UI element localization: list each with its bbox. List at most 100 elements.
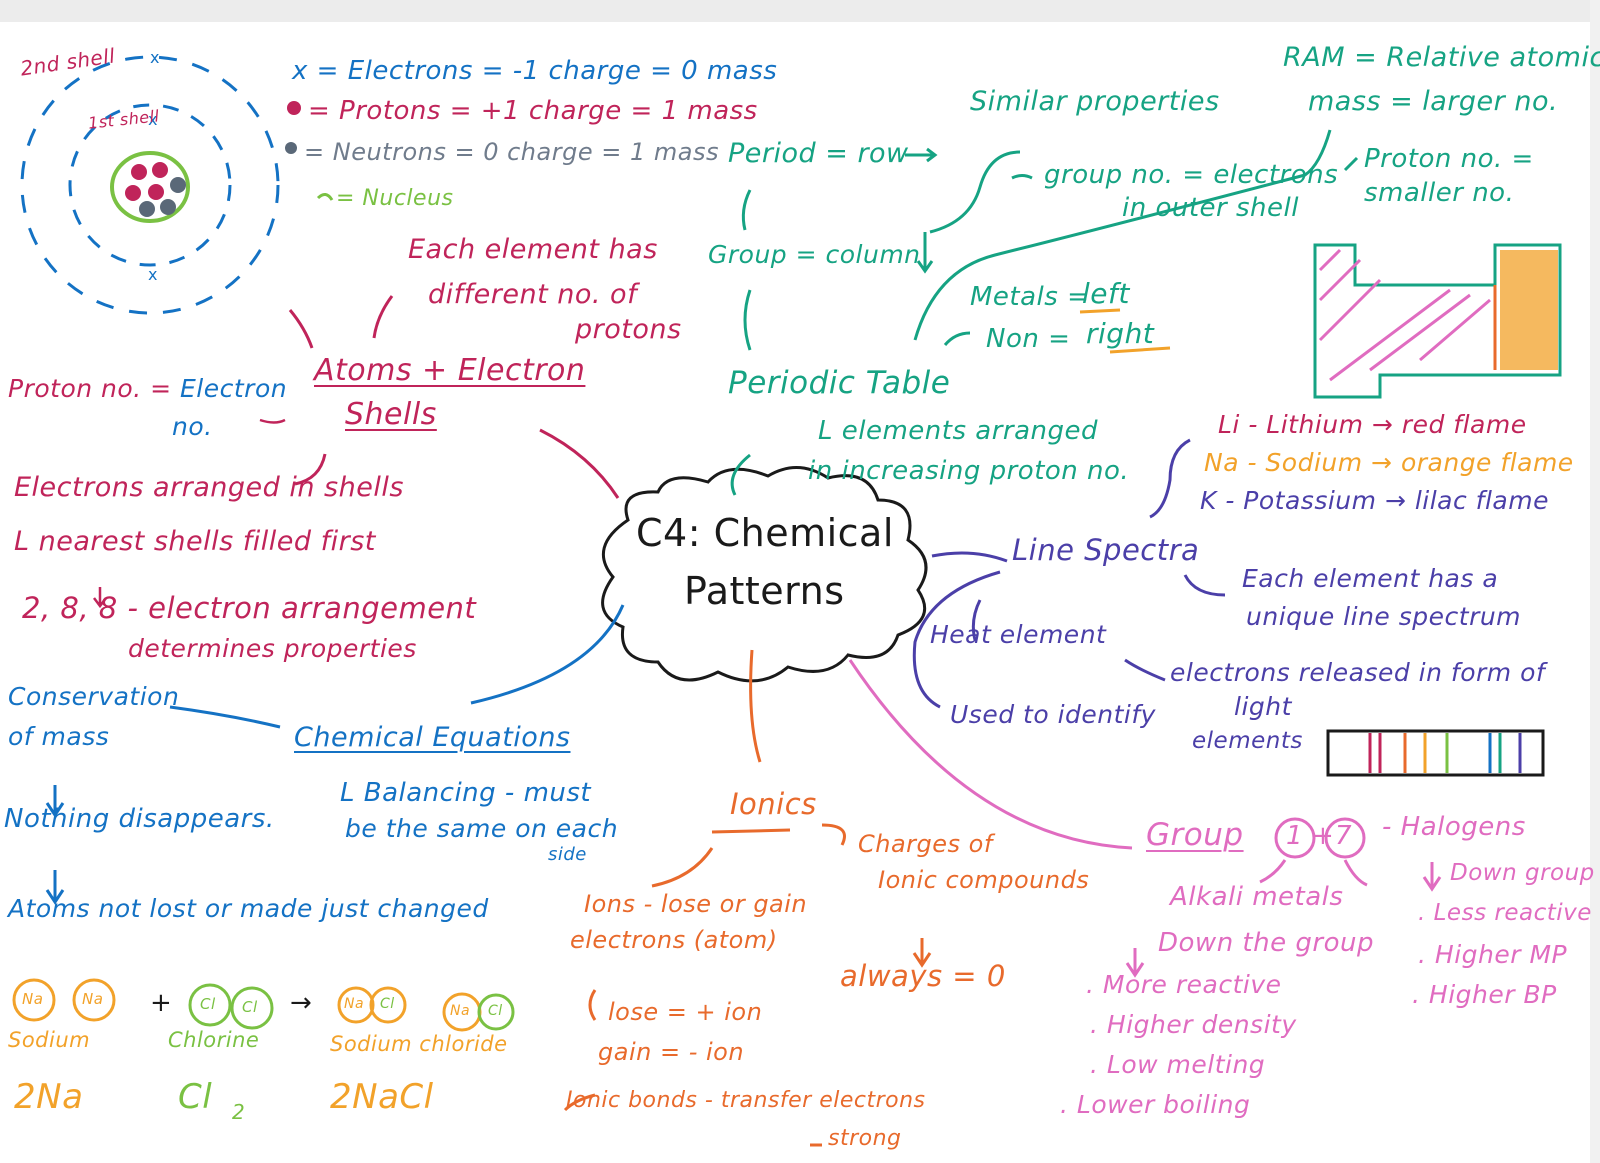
electron-arrangement: 2, 8, 8 - electron arrangement — [22, 591, 477, 625]
scan-edge-right — [1590, 0, 1600, 1163]
heat-element: Heat element — [930, 620, 1107, 649]
center-title-line1: C4: Chemical — [636, 511, 894, 555]
na-atom-2: Na — [82, 990, 104, 1008]
elements-label: elements — [1192, 728, 1303, 754]
each-element-line3: protons — [575, 314, 682, 345]
ions-line2: electrons (atom) — [570, 926, 778, 954]
higher-mp: . Higher MP — [1418, 940, 1568, 969]
metals-left: left — [1082, 277, 1130, 310]
similar-properties: Similar properties — [970, 86, 1220, 117]
scan-edge-top — [0, 0, 1600, 22]
formula-2nacl: 2NaCl — [330, 1077, 434, 1117]
svg-text:x: x — [148, 110, 157, 129]
unique-line1: Each element has a — [1242, 564, 1499, 593]
sodium-chloride-label: Sodium chloride — [330, 1032, 508, 1056]
center-title-line2: Patterns — [684, 569, 845, 613]
atoms-title-line1: Atoms + Electron — [314, 353, 586, 388]
key-electrons: x = Electrons = -1 charge = 0 mass — [292, 56, 778, 86]
balancing-line2: be the same on each — [345, 814, 619, 843]
halogens-label: - Halogens — [1382, 812, 1526, 842]
proton-no-line1: Proton no. = — [1364, 144, 1534, 174]
group-1: 1 — [1286, 821, 1304, 851]
higher-density: . Higher density — [1090, 1010, 1297, 1039]
conservation-line1: Conservation — [8, 682, 180, 711]
group-no-line2: in outer shell — [1122, 193, 1299, 223]
atoms-title-line2: Shells — [345, 397, 437, 432]
svg-text:x: x — [150, 48, 159, 67]
elements-arranged-line1: L elements arranged — [818, 416, 1098, 446]
each-element-line2: different no. of — [428, 279, 638, 310]
periodic-table-title: Periodic Table — [728, 365, 951, 401]
ram-line2: mass = larger no. — [1308, 86, 1559, 117]
alkali-down-group: Down the group — [1158, 928, 1374, 958]
nothing-disappears: Nothing disappears. — [4, 804, 275, 834]
group-plus: + — [1312, 821, 1335, 851]
formula-cl2-subscript: 2 — [232, 1100, 246, 1124]
cl-atom-1: Cl — [200, 995, 216, 1013]
group-no-line1: group no. = electrons — [1044, 160, 1339, 190]
ram-line1: RAM = Relative atomic — [1283, 42, 1600, 73]
atom-diagram-icon: x x x — [20, 48, 280, 315]
sodium-label: Sodium — [8, 1028, 91, 1052]
ionic-bonds: Ionic bonds - transfer electrons — [566, 1088, 926, 1113]
halogen-down-group: Down group — [1450, 860, 1595, 886]
electrons-arranged: Electrons arranged in shells — [14, 472, 404, 503]
potassium-flame: K - Potassium → lilac flame — [1200, 486, 1549, 515]
charges-line2: Ionic compounds — [878, 866, 1090, 894]
more-reactive: . More reactive — [1086, 970, 1282, 999]
determines-properties: determines properties — [128, 634, 417, 663]
nacl-cl-2: Cl — [488, 1003, 503, 1019]
conservation-line2: of mass — [8, 722, 110, 751]
line-spectrum-bar-icon — [1326, 729, 1545, 777]
group-7: 7 — [1335, 821, 1353, 851]
ionics-title: Ionics — [730, 787, 817, 821]
strong-label: strong — [828, 1126, 902, 1151]
formula-cl2: Cl — [178, 1077, 213, 1117]
periodic-table-sketch-icon — [1313, 243, 1562, 399]
metals-label: Metals = — [970, 282, 1090, 312]
electrons-released-line2: light — [1234, 692, 1292, 721]
low-melting: . Low melting — [1090, 1050, 1266, 1079]
electrons-released-line1: electrons released in form of — [1170, 658, 1546, 687]
unique-line2: unique line spectrum — [1246, 602, 1522, 631]
nacl-na-2: Na — [450, 1003, 471, 1019]
plus-sign: + — [150, 988, 173, 1018]
alkali-metals: Alkali metals — [1170, 882, 1344, 912]
non-metals-label: Non = — [986, 324, 1071, 354]
period-row: Period = row — [728, 138, 909, 169]
non-metals-right: right — [1086, 317, 1155, 350]
proton-dot-icon — [287, 101, 301, 115]
sodium-flame: Na - Sodium → orange flame — [1204, 448, 1574, 477]
key-neutrons: = Neutrons = 0 charge = 1 mass — [304, 138, 719, 166]
chlorine-label: Chlorine — [168, 1028, 260, 1052]
gain-negative-ion: gain = - ion — [598, 1038, 745, 1066]
proton-no-label: Proton no. = — [8, 374, 172, 403]
reaction-arrow: → — [290, 988, 313, 1018]
nacl-cl-1: Cl — [380, 996, 395, 1012]
line-spectra-title: Line Spectra — [1012, 533, 1200, 567]
less-reactive: . Less reactive — [1418, 900, 1592, 926]
elements-arranged-line2: in increasing proton no. — [808, 456, 1130, 486]
higher-bp: . Higher BP — [1412, 980, 1557, 1009]
electron-no-label: no. — [172, 412, 213, 441]
proton-no-line2: smaller no. — [1364, 178, 1515, 208]
ions-line1: Ions - lose or gain — [584, 890, 808, 918]
lose-positive-ion: lose = + ion — [608, 998, 763, 1026]
cloud-shape-icon — [601, 466, 928, 683]
group-title: Group — [1146, 817, 1244, 853]
formula-2na: 2Na — [14, 1077, 84, 1117]
balancing-line3: side — [548, 844, 587, 865]
each-element-line1: Each element has — [408, 234, 658, 265]
nacl-na-1: Na — [344, 996, 365, 1012]
nucleus-key-icon — [316, 193, 334, 201]
nearest-shells: L nearest shells filled first — [14, 526, 376, 557]
always-zero: always = 0 — [840, 959, 1006, 993]
charges-line1: Charges of — [858, 830, 993, 858]
svg-text:x: x — [148, 265, 157, 284]
atoms-not-lost: Atoms not lost or made just changed — [8, 894, 489, 923]
group-column: Group = column — [708, 240, 921, 269]
key-protons: = Protons = +1 charge = 1 mass — [308, 96, 758, 126]
equations-title: Chemical Equations — [294, 722, 571, 753]
